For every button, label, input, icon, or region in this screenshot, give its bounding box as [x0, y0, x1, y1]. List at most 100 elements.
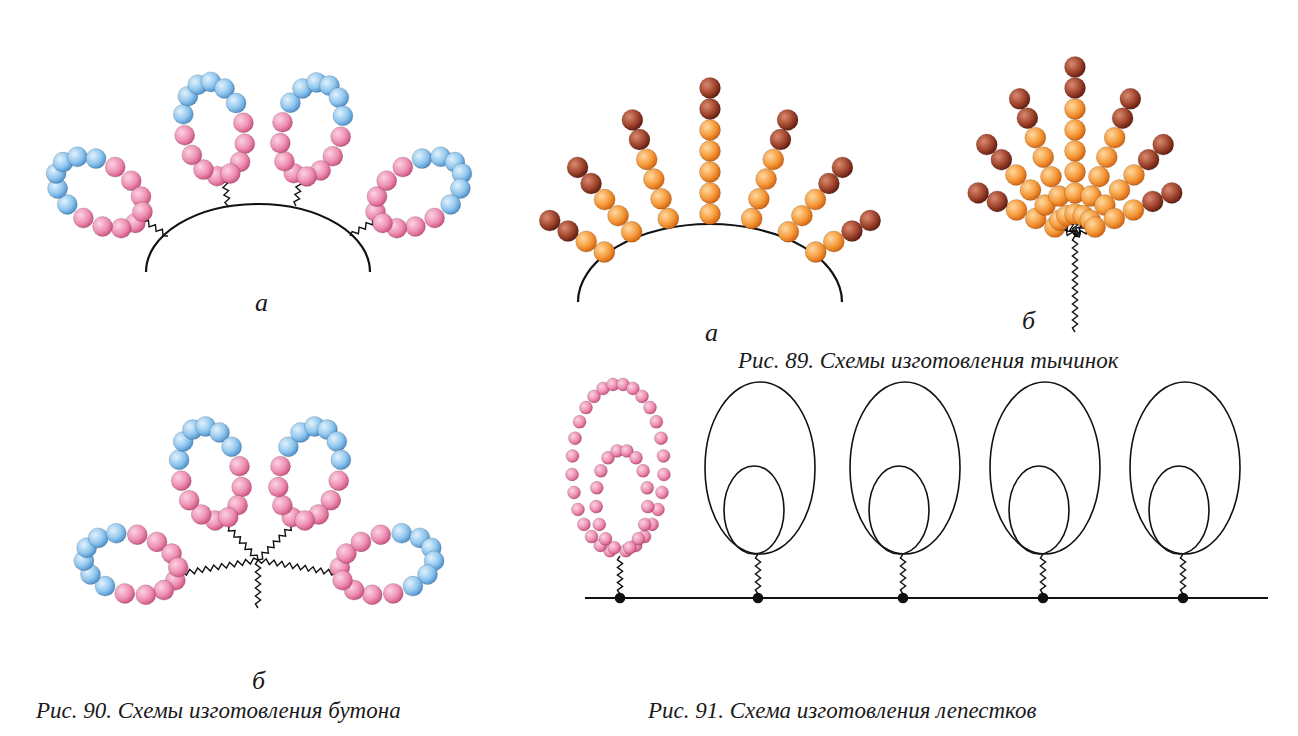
figure-letter: а	[255, 288, 268, 318]
bead	[566, 450, 579, 463]
bead	[273, 112, 293, 132]
bead	[594, 464, 607, 477]
wire-dot	[754, 594, 763, 603]
bead	[590, 481, 603, 494]
wire-arc	[146, 204, 370, 272]
bead	[403, 576, 423, 596]
petal-inner-outline	[724, 466, 784, 554]
wire-dot	[899, 594, 908, 603]
bead	[1142, 191, 1163, 212]
bead	[594, 242, 615, 263]
bead	[1112, 108, 1133, 129]
bead	[832, 157, 853, 178]
bead	[222, 437, 242, 457]
bead	[173, 104, 193, 124]
bead	[558, 221, 579, 242]
bead	[1017, 108, 1038, 129]
bead	[233, 113, 253, 133]
twisted-wire	[255, 560, 260, 608]
bead	[175, 125, 195, 145]
bead	[351, 532, 371, 552]
bead	[182, 145, 202, 165]
bead	[741, 208, 762, 229]
bead	[572, 503, 585, 516]
bead	[232, 477, 252, 497]
petal-outline	[1130, 382, 1240, 554]
bead	[1065, 99, 1086, 120]
bead	[333, 106, 353, 126]
figure-caption: Рис. 89. Схемы изготовления тычинок	[738, 348, 1118, 374]
bead	[657, 450, 670, 463]
bead	[270, 133, 290, 153]
bead	[1065, 162, 1086, 183]
bead	[1089, 166, 1110, 187]
bead	[636, 149, 657, 170]
bead	[656, 486, 669, 499]
bead	[566, 468, 579, 481]
petal-inner-outline	[1009, 466, 1069, 554]
bead	[577, 518, 590, 531]
bead	[1065, 57, 1086, 78]
bead	[133, 202, 153, 222]
bead	[73, 208, 93, 228]
bead	[823, 231, 844, 252]
bead	[371, 525, 391, 545]
twisted-wires	[140, 176, 1186, 608]
bead	[643, 169, 664, 190]
bead	[274, 151, 294, 171]
bead	[700, 120, 721, 141]
bead	[1085, 217, 1106, 238]
bead	[700, 162, 721, 183]
figure-letter: б	[252, 666, 265, 696]
bead	[569, 432, 582, 445]
twisted-wire	[900, 554, 905, 594]
petal-inner-outline	[869, 466, 929, 554]
bead	[644, 401, 657, 414]
figure-letter: а	[705, 318, 718, 348]
bead	[658, 208, 679, 229]
bead	[405, 217, 425, 237]
bead	[86, 149, 106, 169]
bead	[1161, 182, 1182, 203]
bead	[393, 157, 413, 177]
bead	[329, 471, 349, 491]
bead	[568, 486, 581, 499]
bead	[585, 530, 598, 543]
bead	[1009, 88, 1030, 109]
bead	[220, 163, 240, 183]
bead	[230, 456, 250, 476]
bead	[976, 134, 997, 155]
bead	[272, 495, 292, 515]
petal-outline	[705, 382, 815, 554]
figure-letter: б	[1022, 306, 1035, 336]
bead	[576, 231, 597, 252]
bead	[599, 532, 612, 545]
bead	[1096, 147, 1117, 168]
bead	[650, 415, 663, 428]
bead	[93, 217, 113, 237]
bead	[567, 157, 588, 178]
bead	[630, 451, 643, 464]
petal-outline	[850, 382, 960, 554]
bead	[641, 500, 654, 513]
bead	[226, 93, 246, 113]
bead	[136, 585, 156, 605]
bead	[1065, 120, 1086, 141]
bead	[842, 221, 863, 242]
bead	[700, 99, 721, 120]
bead	[700, 183, 721, 204]
bead	[636, 390, 649, 403]
bead	[770, 129, 791, 150]
bead	[1041, 166, 1062, 187]
bead	[593, 518, 606, 531]
bead	[168, 557, 188, 577]
bead	[115, 583, 135, 603]
figure-caption: Рис. 90. Схемы изготовления бутона	[36, 698, 401, 724]
bead	[638, 518, 651, 531]
bead	[1065, 141, 1086, 162]
bead	[295, 510, 315, 530]
bead	[441, 194, 461, 214]
bead	[1153, 134, 1174, 155]
bead	[412, 149, 432, 169]
bead	[362, 585, 382, 605]
